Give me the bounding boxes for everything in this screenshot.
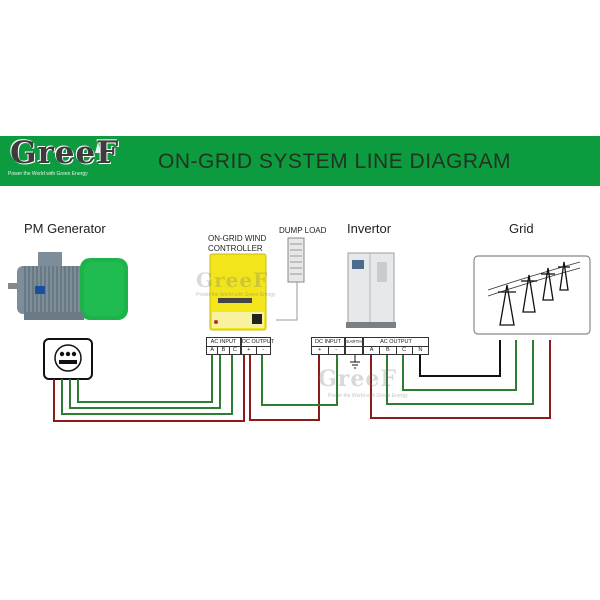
company-logo: GreeF Power the World with Green Energy — [6, 135, 126, 183]
terminal-cell: N — [418, 347, 423, 353]
watermark-slogan: Power the World with Green Energy — [196, 292, 276, 298]
watermark-slogan: Power the World with Green Energy — [328, 393, 408, 399]
controller-dc-output-terminal: DC OUTPUT + - — [241, 337, 274, 355]
inverter-to-grid-wires — [370, 340, 551, 419]
controller-label-line2: CONTROLLER — [208, 244, 263, 253]
terminal-cell: B — [218, 346, 230, 354]
controller-ac-input-terminal: AC INPUT A B C — [206, 337, 241, 355]
inverter-cabinet-icon — [346, 252, 396, 328]
pm-generator-label: PM Generator — [24, 221, 106, 236]
terminal-cell: + — [312, 346, 329, 354]
diagram-title: ON-GRID SYSTEM LINE DIAGRAM — [158, 150, 512, 173]
earth-symbol-icon — [350, 355, 360, 369]
watermark-logo: GreeF — [318, 366, 397, 392]
generator-to-controller-wires — [53, 355, 245, 422]
inverter-ac-output-terminal: AC OUTPUT A B C N — [363, 337, 429, 355]
terminal-cell: B — [380, 346, 397, 354]
dump-load-icon — [287, 237, 305, 283]
invertor-label: Invertor — [347, 221, 392, 236]
dump-load-label: DUMP LOAD — [279, 226, 327, 235]
generator-terminal-box — [43, 338, 93, 380]
pm-generator-icon — [8, 252, 128, 320]
controller-label-line1: ON-GRID WIND — [208, 234, 267, 243]
inverter-earth-terminal: EARTH — [345, 337, 363, 355]
grid-pylons-icon — [473, 255, 591, 335]
controller-to-inverter-wires — [249, 355, 338, 421]
logo-leaf-icon — [95, 142, 101, 153]
terminal-cell: - — [262, 347, 265, 353]
grid-label: Grid — [509, 221, 534, 236]
watermark-logo: GreeF — [196, 268, 269, 292]
terminal-cell: A — [207, 346, 219, 354]
terminal-cell: - — [335, 347, 338, 353]
title-banner — [0, 136, 600, 186]
terminal-cell: C — [232, 347, 237, 353]
inverter-earth-title: EARTH — [346, 338, 362, 347]
wind-controller-icon — [209, 253, 267, 331]
logo-text: GreeF — [10, 135, 120, 171]
terminal-cell: A — [364, 346, 381, 354]
logo-slogan: Power the World with Green Energy — [8, 171, 88, 177]
terminal-cell: + — [242, 346, 257, 354]
terminal-cell: C — [397, 346, 413, 354]
controller-ac-input-title: AC INPUT — [207, 338, 240, 347]
inverter-dc-input-terminal: DC INPUT + - — [311, 337, 345, 355]
